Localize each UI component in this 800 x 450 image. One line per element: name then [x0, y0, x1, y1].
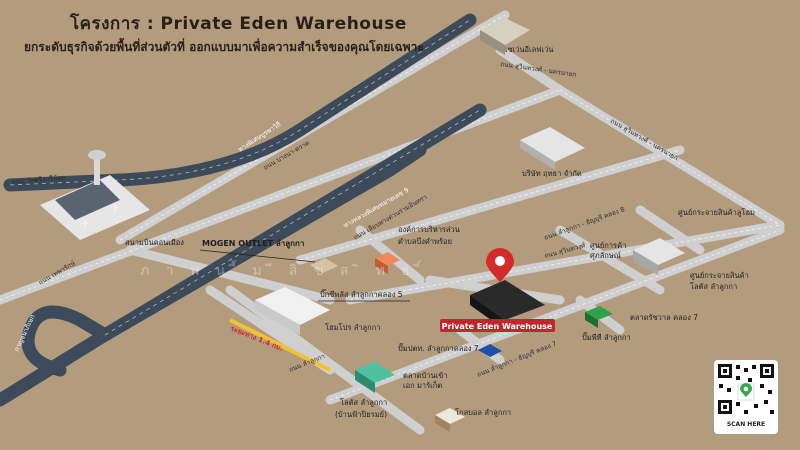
label-homepro: โฮมโปร ลำลูกกา: [325, 323, 380, 332]
label-global: โกลบอล ลำลูกกา: [455, 408, 511, 417]
label-mogen: MOGEN OUTLET ลำลูกกา: [202, 239, 304, 249]
label-market7: ตลาดรัชวาล คลอง 7: [630, 313, 698, 322]
building-center-right: [633, 238, 685, 275]
qr-caption: SCAN HERE: [726, 421, 766, 428]
label-lotus: โลตัส ลำลูกกา: [340, 398, 387, 407]
building-global: [435, 408, 465, 432]
building-company: [520, 127, 585, 170]
building-ptt2: [478, 344, 502, 357]
qr-code-graphic: [718, 364, 774, 414]
road-label-suwin-2: ถนน สุวินทวงศ์ - นครนายก: [609, 117, 680, 162]
label-center2: ศูนย์การค้า: [590, 241, 626, 250]
label-org-b: ตำบลบึงคำพร้อย: [398, 237, 452, 246]
building-bigc: [255, 287, 330, 335]
label-market-b: เอก มาร์เก็ต: [403, 380, 442, 390]
label-ptt2: ปั๊มปตท. ลำลูกกาคลอง 7: [398, 343, 479, 353]
label-center1: ศูนย์กระจายสินค้าลูโฮม: [678, 208, 755, 217]
highway-dashes: [9, 19, 481, 336]
place-labels: เซเว่นอีเลฟเว่น บริษัท ฤทธา จำกัด สนามบิ…: [125, 45, 755, 419]
distance-route: [229, 318, 331, 372]
project-label: Private Eden Warehouse: [440, 319, 555, 332]
label-center2b: ศุภลักษณ์: [590, 251, 621, 260]
label-lotus-b: (บ้านฟ้าปิยรมย์): [335, 410, 387, 419]
building-lotus: [355, 362, 395, 393]
label-center3: ศูนย์กระจายสินค้า: [690, 271, 749, 280]
label-market: ตลาดบ้านเข้า: [403, 371, 448, 380]
building-org: [375, 252, 400, 274]
building-ptt: [585, 306, 613, 328]
label-center3b: โลตัส ลำลูกกา: [690, 282, 737, 291]
location-pin-icon: [486, 248, 514, 282]
road-label-lamluk8: ถนน ลำลูกกา - ธัญบุรี คลอง 8: [543, 205, 626, 242]
label-company: บริษัท ฤทธา จำกัด: [522, 169, 582, 178]
watermark-text: ภ า พ น ี้ ม ี ลิ ข ส ิ ท ธ ิ์: [140, 260, 427, 279]
label-ptt: ปั๊มพีที ลำลูกกา: [582, 332, 631, 342]
svg-text:✈: ✈: [110, 201, 120, 215]
building-mogen: [310, 258, 338, 273]
label-bigc: บิ๊กซีพลัส ลำลูกกาคลอง 5: [320, 289, 403, 299]
page-subtitle: ยกระดับธุรกิจด้วยพื้นที่ส่วนตัวที่ ออกแบ…: [24, 40, 424, 54]
label-airport: สนามบินดอนเมือง: [125, 238, 184, 247]
label-seven: เซเว่นอีเลฟเว่น: [505, 45, 553, 54]
page-title: โครงการ : Private Eden Warehouse: [70, 14, 407, 34]
project-name: Private Eden Warehouse: [442, 322, 553, 331]
airport: ✈ ✈: [40, 150, 150, 240]
label-org: องค์การบริหารส่วน: [398, 225, 460, 234]
qr-code[interactable]: [714, 360, 778, 434]
building-seven-top: [480, 18, 530, 55]
svg-text:✈: ✈: [80, 217, 90, 231]
